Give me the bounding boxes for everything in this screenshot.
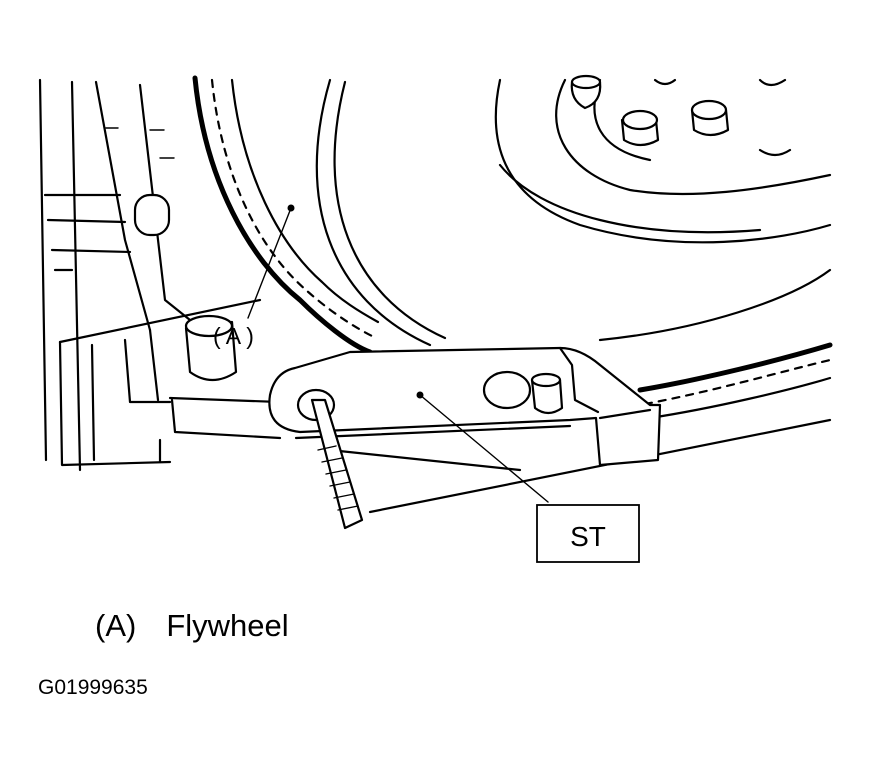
flywheel — [192, 74, 833, 514]
engine-housing — [38, 78, 282, 472]
figure-id: G01999635 — [38, 676, 148, 699]
special-tool — [268, 346, 662, 530]
legend-key: (A) — [95, 608, 137, 643]
legend-text: Flywheel — [166, 608, 289, 643]
flywheel-callout: ( A ) — [213, 323, 254, 349]
legend: (A) Flywheel — [95, 608, 289, 644]
tool-callout-box — [536, 504, 640, 563]
tool-callout: ST — [570, 521, 606, 552]
